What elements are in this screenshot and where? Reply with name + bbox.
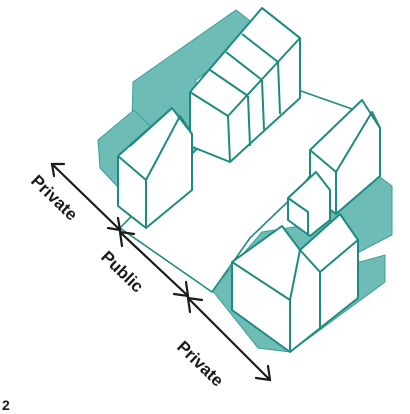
label-public: Public (97, 247, 147, 296)
label-private-front: Private (27, 171, 81, 224)
buildings (117, 7, 381, 353)
dimension-arrow-icon (50, 162, 122, 232)
house-extension (287, 171, 331, 237)
figure-number: 2 (2, 397, 10, 413)
dimension-arrow-icon (186, 296, 272, 382)
dimension-arrows (50, 162, 272, 382)
house-left (117, 107, 193, 229)
dimension-arrow-icon (118, 230, 190, 298)
label-private-back: Private (173, 337, 227, 390)
house-right-front (231, 213, 359, 353)
